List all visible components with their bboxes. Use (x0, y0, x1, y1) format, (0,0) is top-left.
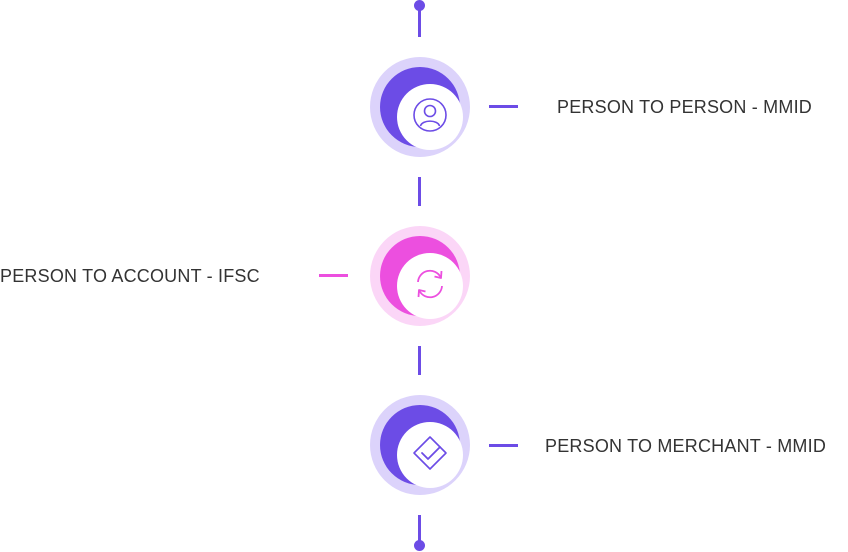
step-connector-person-to-person (489, 105, 518, 108)
refresh-icon (411, 265, 449, 308)
timeline-connector-2 (418, 346, 421, 375)
timeline-connector-bottom (418, 515, 421, 544)
step-connector-person-to-merchant (489, 444, 518, 447)
step-node-person-to-person (370, 57, 470, 157)
checkmark-icon (410, 433, 450, 478)
step-connector-person-to-account (319, 274, 348, 277)
step-label-person-to-account: PERSON TO ACCOUNT - IFSC (0, 266, 260, 286)
timeline-end-dot (414, 540, 425, 551)
step-label-person-to-person: PERSON TO PERSON - MMID (557, 97, 812, 117)
step-node-person-to-account (370, 226, 470, 326)
user-icon (412, 97, 448, 138)
step-node-person-to-merchant (370, 395, 470, 495)
timeline-connector-top (418, 8, 421, 37)
step-label-person-to-merchant: PERSON TO MERCHANT - MMID (545, 436, 827, 456)
timeline-connector-1 (418, 177, 421, 206)
timeline-start-dot (414, 0, 425, 11)
